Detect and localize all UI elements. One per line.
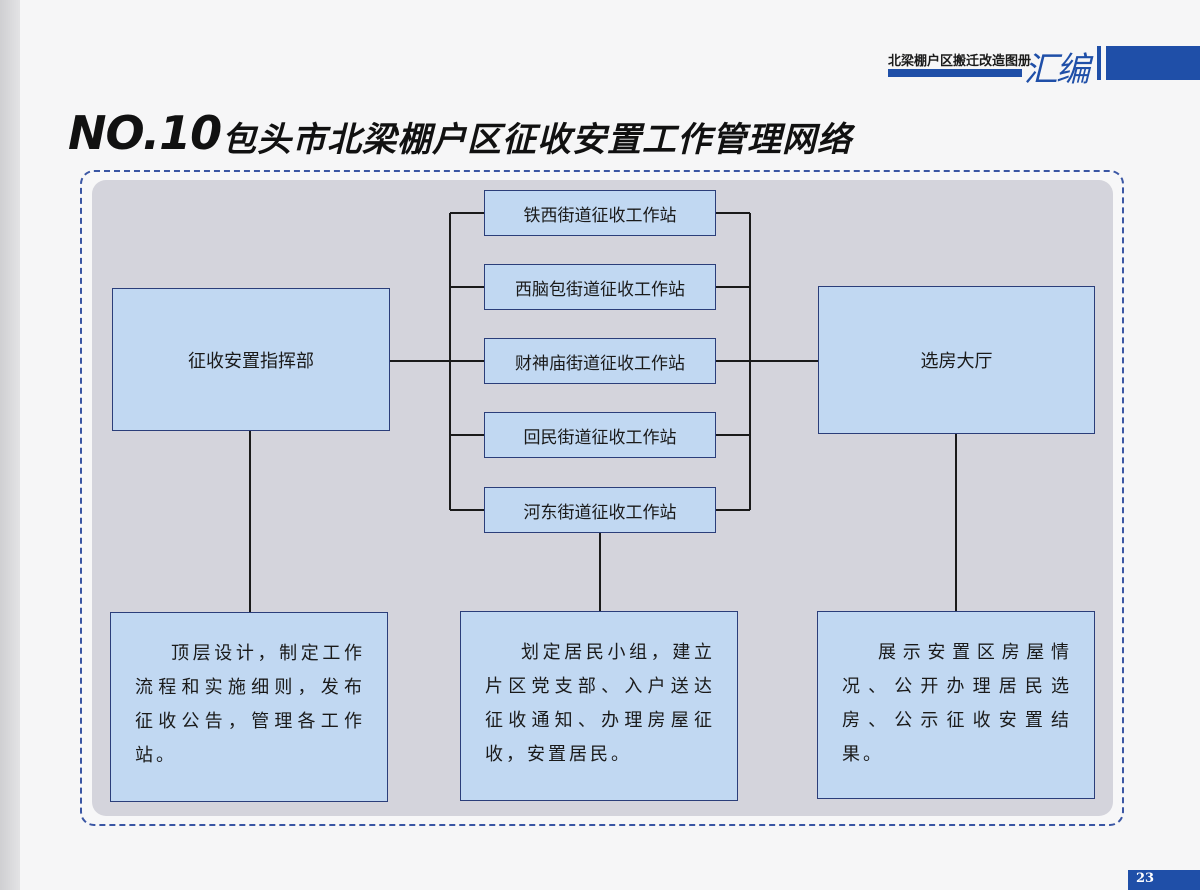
command-center-description: 顶层设计，制定工作流程和实施细则，发布征收公告，管理各工作站。 (110, 612, 388, 802)
page-title: 包头市北梁棚户区征收安置工作管理网络 (222, 120, 852, 160)
station-node-4: 回民街道征收工作站 (484, 412, 716, 458)
station-node-2: 西脑包街道征收工作站 (484, 264, 716, 310)
housing-selection-hall-node: 选房大厅 (818, 286, 1095, 434)
book-title-bar (888, 69, 1022, 77)
book-logo: 汇编 (1024, 50, 1090, 90)
book-title: 北梁棚户区搬迁改造图册 (888, 54, 1032, 69)
station-node-3: 财神庙街道征收工作站 (484, 338, 716, 384)
housing-hall-description: 展示安置区房屋情况、公开办理居民选房、公示征收安置结果。 (817, 611, 1095, 799)
page-number-box (1128, 870, 1200, 890)
page-number-label: NO.10 (68, 106, 222, 160)
command-center-node: 征收安置指挥部 (112, 288, 390, 431)
book-logo-accent-block (1106, 46, 1200, 80)
book-logo-accent-thin (1097, 46, 1101, 80)
page-number: 23 (1136, 871, 1155, 886)
stations-description: 划定居民小组，建立片区党支部、入户送达征收通知、办理房屋征收，安置居民。 (460, 611, 738, 801)
station-node-5: 河东街道征收工作站 (484, 487, 716, 533)
page-gutter (0, 0, 20, 890)
station-node-1: 铁西街道征收工作站 (484, 190, 716, 236)
